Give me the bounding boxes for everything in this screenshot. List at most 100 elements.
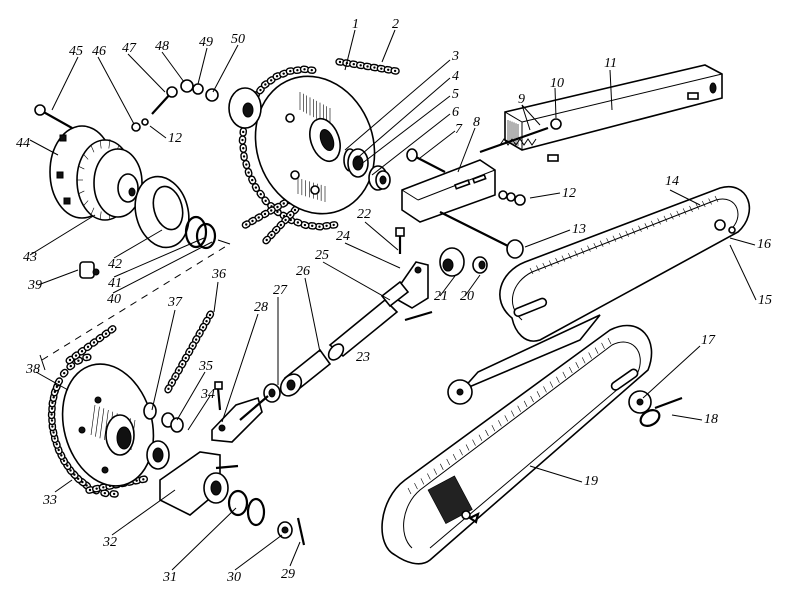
chain-pin [104, 332, 108, 335]
bracket-slot [453, 179, 471, 190]
chain-pin [142, 478, 145, 481]
nut-washer-stack [180, 79, 262, 129]
callout-10: 10 [550, 76, 564, 91]
chain-pin [85, 356, 89, 359]
hex-nut [263, 383, 281, 403]
castle-nut [277, 521, 293, 539]
alignment-line [39, 354, 46, 371]
chain-pin [69, 364, 72, 368]
sprocket-hole [101, 466, 109, 474]
hatch-line [599, 240, 604, 247]
hatch-line [606, 238, 610, 245]
leader-line [113, 229, 163, 259]
alignment-line [217, 239, 231, 245]
bar-pin [547, 154, 559, 162]
clutch-hub-boss [117, 173, 139, 203]
hub-bore [128, 187, 136, 197]
callout-23: 23 [356, 350, 370, 365]
hatch-line [638, 225, 642, 232]
hatch-line [625, 230, 629, 237]
bar-hole [709, 82, 717, 94]
callout-14: 14 [665, 174, 679, 189]
leader-line [729, 244, 757, 301]
leader-line [381, 29, 396, 63]
snap-ring [246, 497, 266, 527]
callout-5: 5 [452, 87, 459, 102]
chain-pin [92, 341, 96, 344]
lining-mark [83, 154, 89, 160]
leader-line [529, 192, 561, 199]
hatch-line [433, 468, 438, 475]
chain-pin [208, 313, 212, 317]
callout-39: 39 [27, 278, 42, 293]
tensioner-assembly [401, 64, 723, 259]
hatch-line [427, 473, 431, 480]
cotter-pin [296, 517, 306, 546]
callout-48: 48 [155, 39, 169, 54]
upper-chain-guard [499, 185, 751, 342]
assembly-arrow [404, 310, 433, 322]
chain-pin [359, 64, 362, 67]
chain-pin [50, 413, 53, 416]
chain-pin [50, 407, 54, 410]
callout-46: 46 [92, 44, 106, 59]
chain-pin [259, 88, 262, 92]
leader-line [669, 189, 701, 206]
shaft-sleeve [279, 348, 332, 397]
hatch-line [446, 458, 450, 466]
chain-pin [282, 72, 285, 75]
callout-28: 28 [254, 300, 268, 315]
chain-pin [201, 326, 205, 329]
hatch-line [574, 250, 578, 257]
hatch-line [644, 223, 649, 230]
chain-pin [393, 69, 397, 73]
lining-mark [99, 140, 102, 149]
chain-pin [241, 138, 244, 142]
chain-pin [73, 473, 76, 476]
hatch-line [568, 252, 572, 260]
tensioner-bracket [401, 159, 496, 223]
clutch-screw [34, 104, 73, 129]
upper-guard-hatching [529, 195, 719, 275]
chain-pin [194, 338, 198, 341]
lining-mark [90, 207, 95, 215]
chain-pin [198, 332, 201, 335]
leader-line [171, 507, 237, 571]
hatch-line [478, 434, 483, 441]
callout-45: 45 [69, 44, 83, 59]
callout-44: 44 [16, 136, 30, 151]
chain-pin [110, 328, 114, 331]
chain-pin [52, 396, 55, 399]
leader-line [151, 309, 176, 411]
friction-disc-bore [152, 185, 184, 231]
chain-pin [170, 381, 174, 384]
chain-pin [270, 209, 273, 212]
chain-pin [270, 233, 273, 237]
chain-pin [60, 454, 63, 457]
hatch-line [414, 483, 418, 490]
hatch-line [420, 478, 425, 485]
leader-line [354, 77, 451, 161]
callout-30: 30 [226, 570, 241, 585]
leader-line [671, 414, 703, 421]
hatch-line [670, 213, 674, 220]
lining-mark [78, 166, 85, 170]
lining-mark [83, 200, 89, 206]
leader-line [642, 345, 701, 399]
callout-1: 1 [352, 17, 359, 32]
chain-pin [289, 213, 292, 217]
flange-hole [56, 171, 64, 179]
chain-pin [242, 155, 246, 158]
callout-40: 40 [107, 292, 121, 307]
hatch-line [593, 243, 598, 250]
hatch-line [650, 220, 655, 227]
callout-41: 41 [108, 276, 122, 291]
callout-34: 34 [200, 387, 215, 402]
callout-49: 49 [199, 35, 213, 50]
hatch-line [543, 386, 547, 393]
flange-hole [63, 197, 71, 205]
seal-washer [227, 489, 249, 517]
guard-fastener [728, 226, 736, 234]
chain-pin [263, 212, 267, 216]
